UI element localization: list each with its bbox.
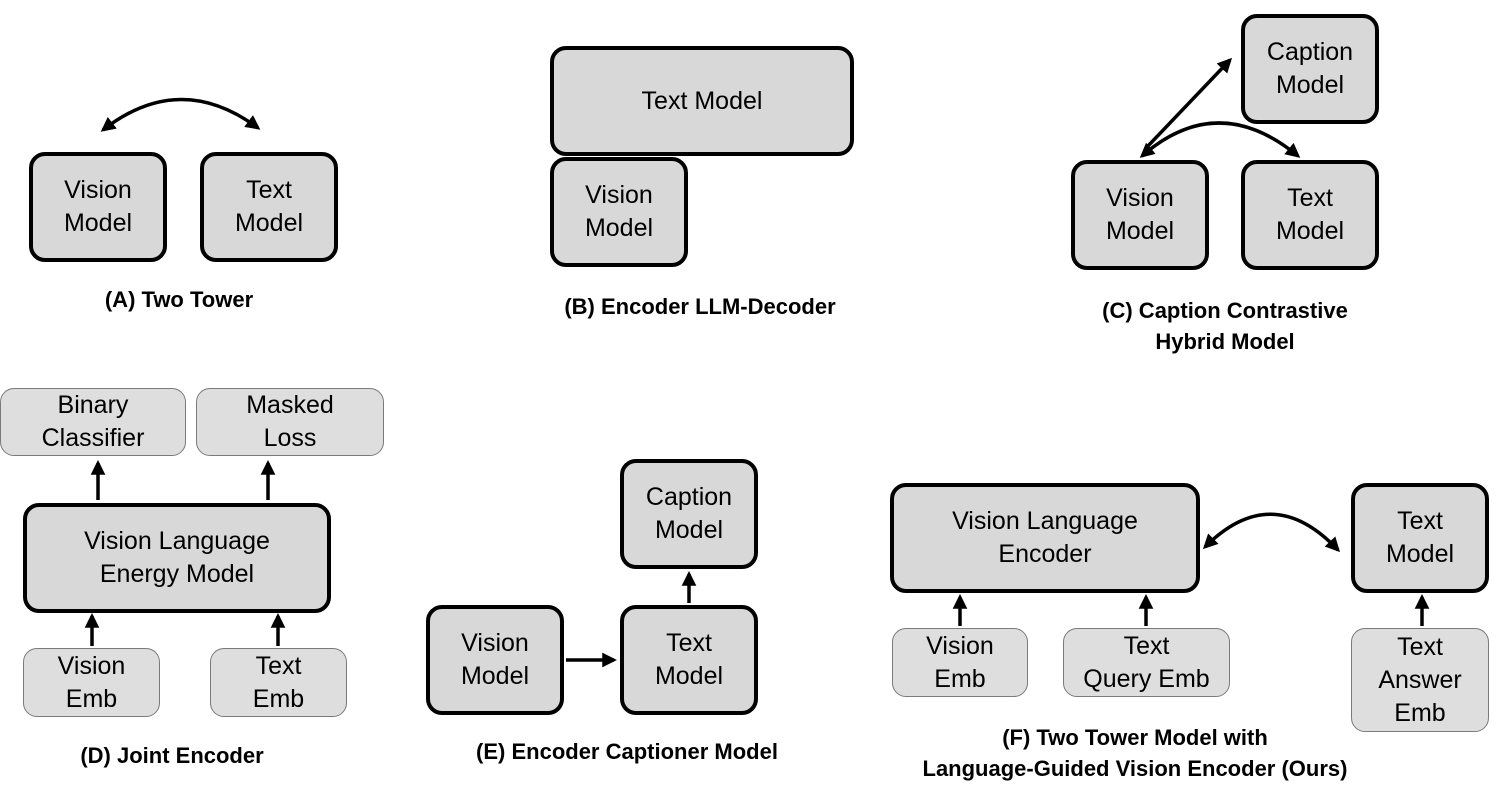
d-text-emb: Text Emb <box>210 648 347 717</box>
e-caption-model: Caption Model <box>620 459 758 569</box>
a-vision-model: Vision Model <box>29 152 167 262</box>
f-contrastive-arrow <box>1202 512 1341 553</box>
c-vision-to-caption-arrow <box>1146 57 1233 148</box>
d-vision-emb: Vision Emb <box>23 648 160 717</box>
f-caption: (F) Two Tower Model with Language-Guided… <box>922 725 1348 781</box>
f-text-query-emb: Text Query Emb <box>1063 628 1230 697</box>
e-text-model: Text Model <box>620 605 758 715</box>
f-vl-encoder: Vision Language Encoder <box>890 483 1200 593</box>
c-caption-model: Caption Model <box>1241 14 1379 124</box>
f-vision-emb: Vision Emb <box>892 628 1028 697</box>
d-caption: (D) Joint Encoder <box>80 743 264 768</box>
f-text-model: Text Model <box>1351 483 1489 593</box>
d-binary-classifier: Binary Classifier <box>0 388 186 456</box>
e-vision-model: Vision Model <box>426 605 564 715</box>
a-caption: (A) Two Tower <box>104 287 254 312</box>
d-energy-model: Vision Language Energy Model <box>23 503 331 613</box>
e-caption: (E) Encoder Captioner Model <box>476 739 778 764</box>
a-contrastive-arrow <box>100 97 261 132</box>
d-masked-loss: Masked Loss <box>196 388 384 456</box>
c-caption: (C) Caption Contrastive Hybrid Model <box>1102 298 1348 354</box>
b-vision-model: Vision Model <box>550 157 688 267</box>
a-text-model: Text Model <box>200 152 338 262</box>
c-text-model: Text Model <box>1241 160 1379 270</box>
b-text-model: Text Model <box>550 46 854 156</box>
b-caption: (B) Encoder LLM-Decoder <box>564 294 836 319</box>
c-contrastive-arrow <box>1139 121 1301 158</box>
f-text-answer-emb: Text Answer Emb <box>1351 628 1489 732</box>
c-vision-model: Vision Model <box>1071 160 1209 270</box>
